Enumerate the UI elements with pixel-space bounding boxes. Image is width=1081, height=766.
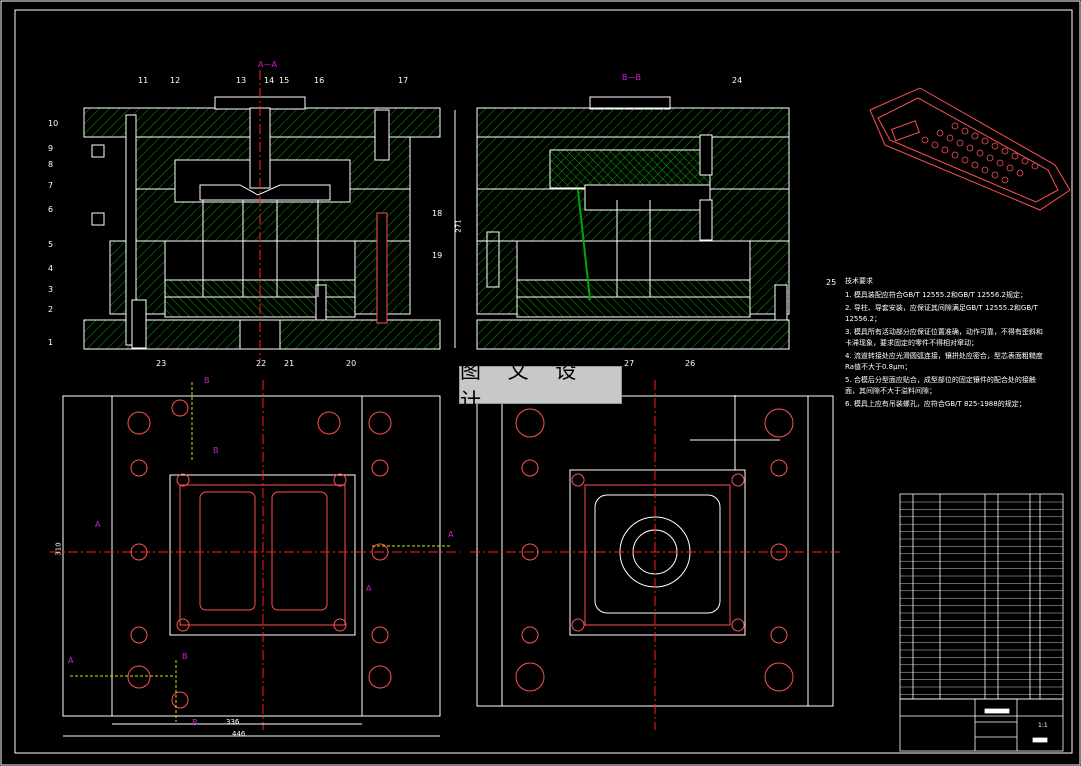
part-isometric-view	[869, 87, 1071, 211]
title-block-scale: 1:1	[1038, 722, 1048, 729]
part-number-label: 15	[279, 76, 290, 85]
part-number-label: 16	[314, 76, 325, 85]
technical-notes-heading: 技术要求	[845, 277, 873, 285]
plan-view-left	[50, 380, 460, 737]
section-label-bb: B—B	[622, 73, 641, 82]
dimension-width-outer: 446	[232, 730, 246, 738]
part-number-label: 5	[48, 240, 54, 249]
section-marker: A	[448, 530, 454, 539]
part-number-label: 6	[48, 205, 54, 214]
technical-note-line: 1. 模具装配应符合GB/T 12555.2和GB/T 12556.2规定；	[845, 291, 1027, 299]
section-marker: A	[68, 656, 74, 665]
section-marker: A	[366, 584, 372, 593]
part-number-label: 27	[624, 359, 635, 368]
technical-note-line: 4. 流道转接处应光滑圆弧连接，镶拼处应密合，型芯表面粗糙度Ra值不大于0.8μ…	[845, 352, 1043, 371]
part-number-label: 9	[48, 144, 54, 153]
part-number-label: 21	[284, 359, 295, 368]
bom-rows	[900, 501, 1063, 695]
part-number-label: 13	[236, 76, 247, 85]
part-number-label: 10	[48, 119, 59, 128]
section-label-aa: A—A	[258, 60, 277, 69]
bom-table	[899, 493, 1064, 752]
watermark-stamp: 图 文 设 计	[459, 359, 622, 413]
part-number-label: 8	[48, 160, 54, 169]
part-number-label: 26	[685, 359, 696, 368]
part-number-label: 23	[156, 359, 167, 368]
section-marker: B	[204, 376, 210, 385]
section-marker: B	[213, 446, 219, 455]
part-number-label: 19	[432, 251, 443, 260]
part-number-label: 17	[398, 76, 409, 85]
dimension-height: 271	[454, 219, 463, 233]
section-marker: B	[192, 718, 198, 727]
part-number-label: 22	[256, 359, 267, 368]
technical-note-line: 2. 导柱、导套安装，应保证其间隙满足GB/T 12555.2和GB/T 125…	[845, 304, 1038, 323]
dimension-side: 310	[54, 542, 63, 556]
section-marker: A	[95, 520, 101, 529]
part-number-label: 20	[346, 359, 357, 368]
dimension-width-inner: 336	[226, 718, 240, 726]
part-number-label: 3	[48, 285, 54, 294]
part-number-label: 14	[264, 76, 275, 85]
section-bb-view	[476, 96, 790, 350]
inner-frame	[14, 9, 1073, 754]
part-number-label: 25	[826, 278, 837, 287]
part-number-label: 18	[432, 209, 443, 218]
part-number-label: 24	[732, 76, 743, 85]
technical-note-line: 3. 模具所有活动部分应保证位置准确，动作可靠，不得有歪斜和卡滞现象，要求固定的…	[845, 328, 1043, 347]
plan-view-right	[470, 380, 840, 730]
part-number-label: 7	[48, 181, 54, 190]
technical-note-line: 5. 合模后分型面应贴合，成型部位的固定镶件的配合处的接触面，其间隙不大于溢料间…	[845, 376, 1036, 395]
part-number-label: 11	[138, 76, 149, 85]
part-number-label: 1	[48, 338, 54, 347]
part-number-label: 12	[170, 76, 181, 85]
technical-note-line: 6. 模具上应有吊装螺孔，应符合GB/T 825-1988的规定；	[845, 400, 1026, 408]
section-marker: B	[182, 652, 188, 661]
part-number-label: 4	[48, 264, 54, 273]
technical-notes: 技术要求 1. 模具装配应符合GB/T 12555.2和GB/T 12556.2…	[845, 276, 1045, 412]
section-aa-view	[83, 70, 456, 360]
part-number-label: 2	[48, 305, 54, 314]
